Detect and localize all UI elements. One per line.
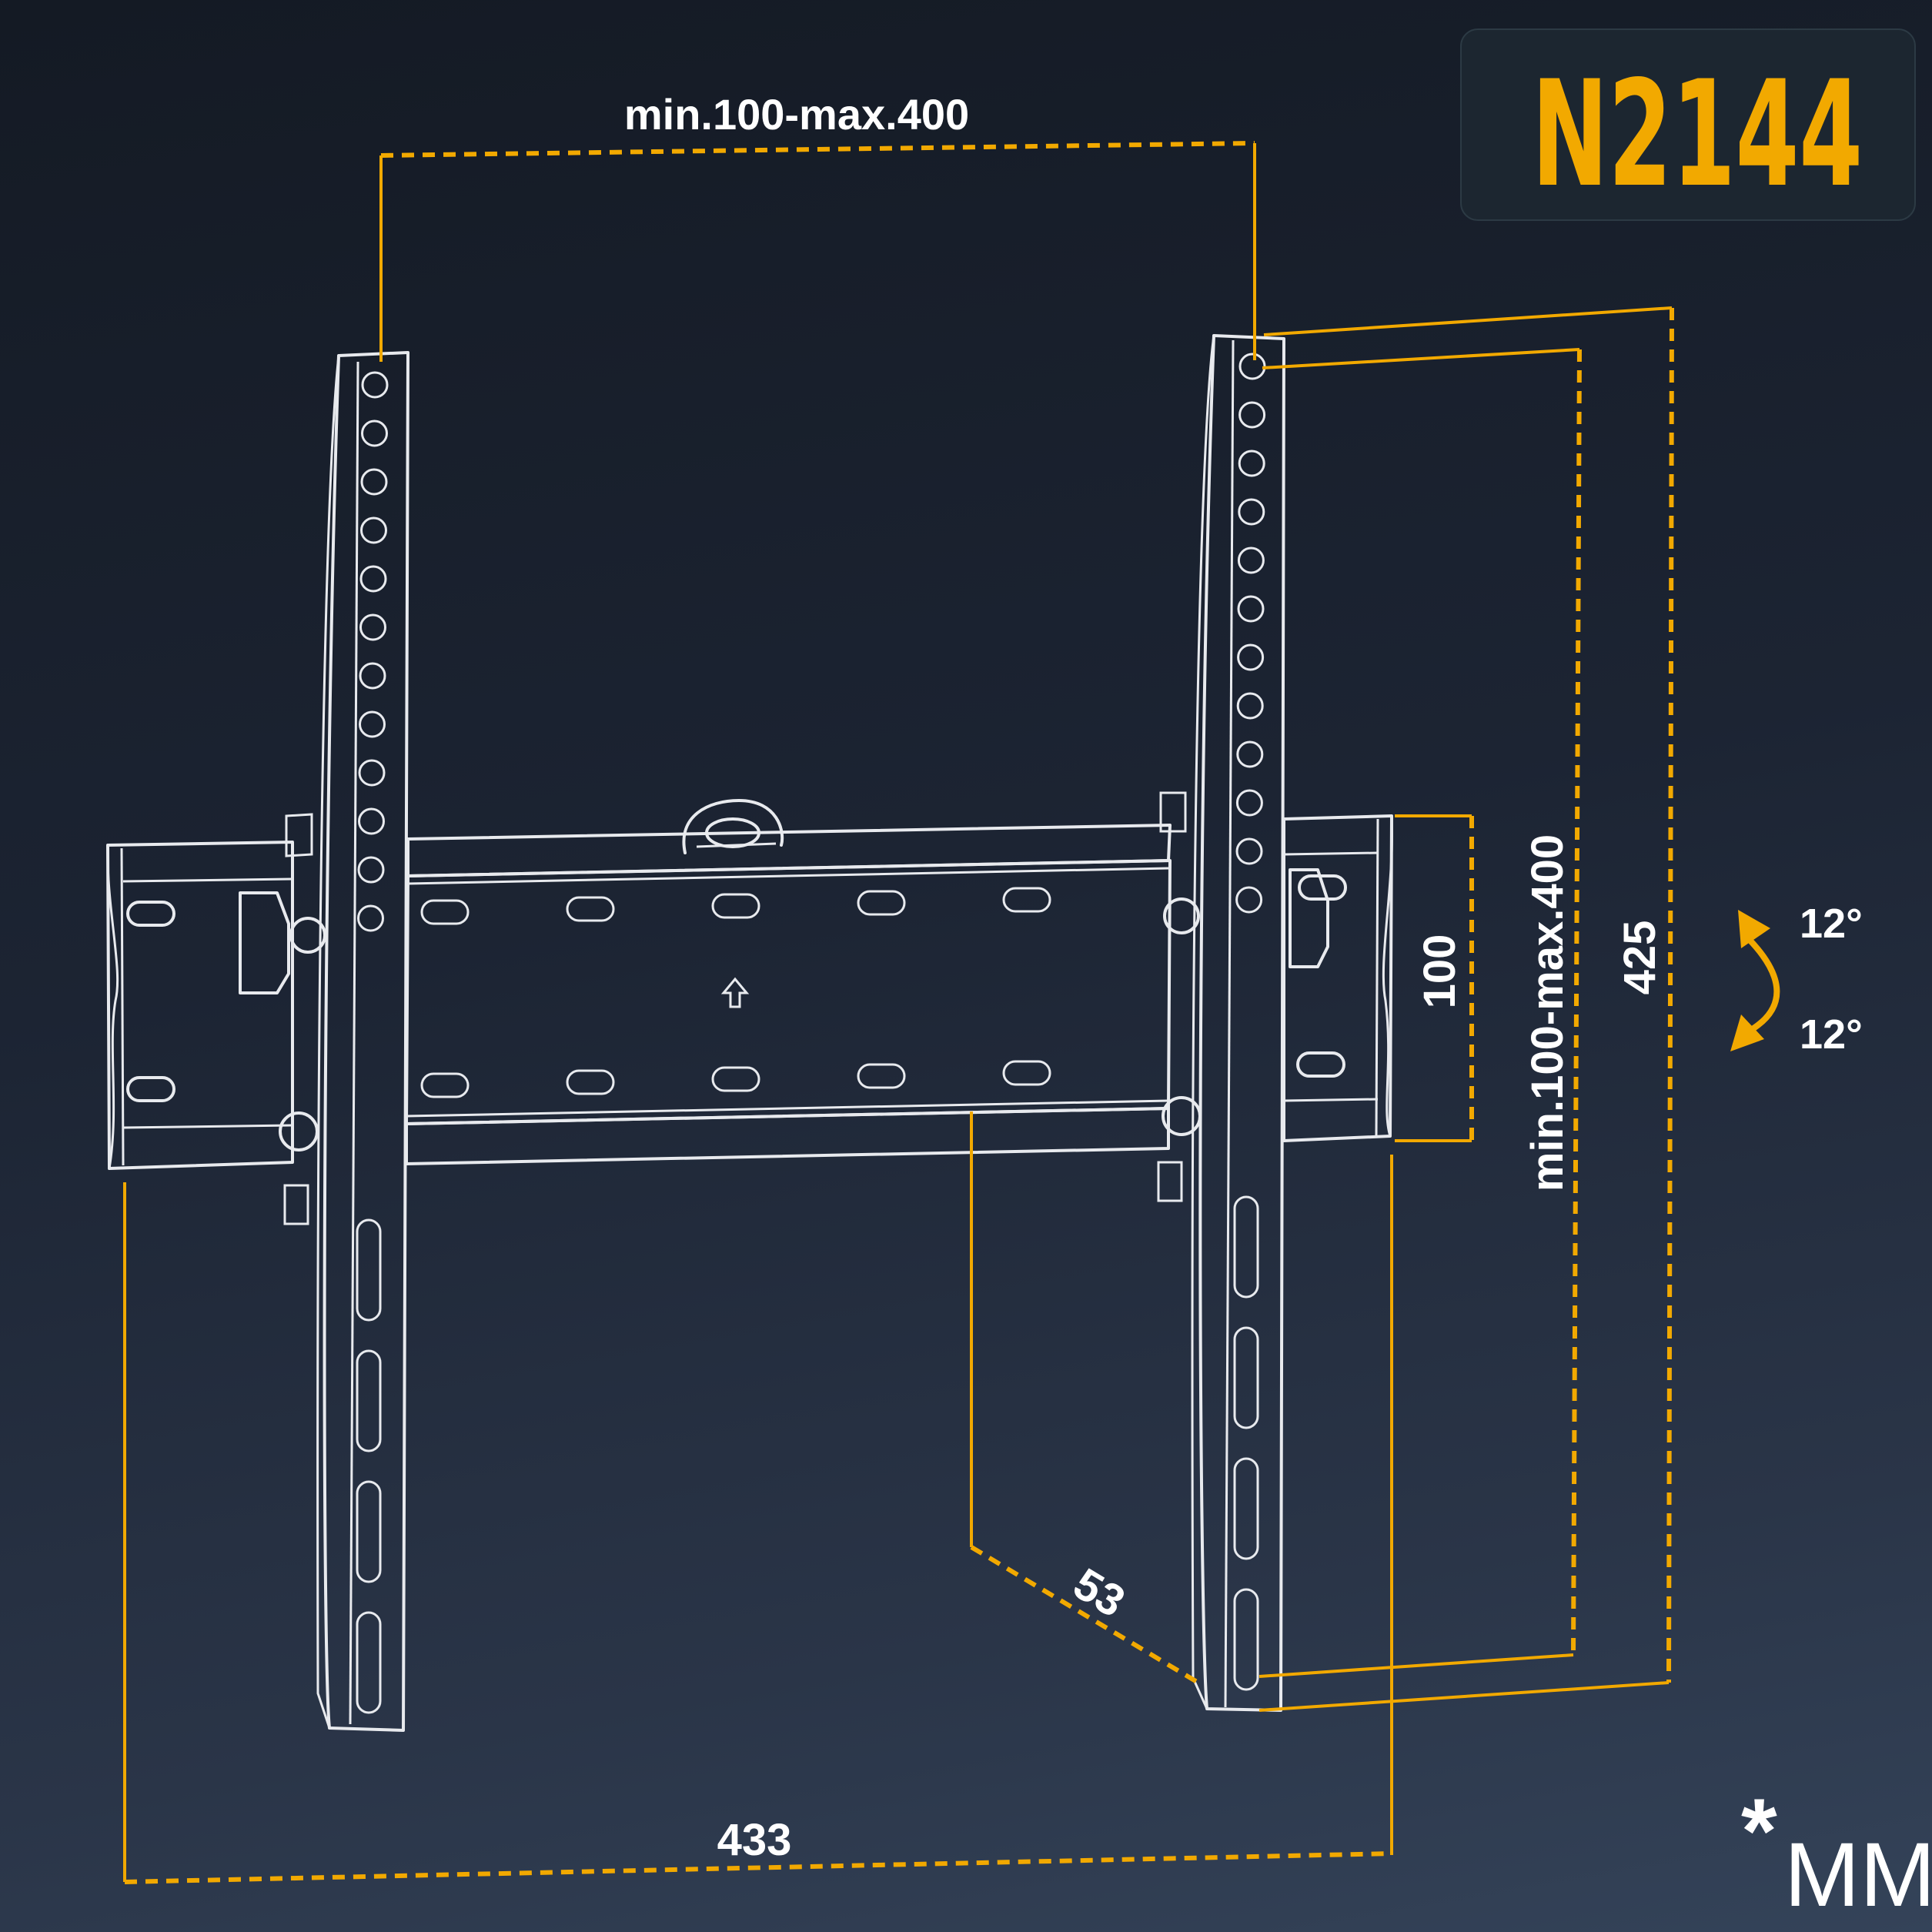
plate-slot-top bbox=[857, 890, 906, 916]
left-arm-slot bbox=[356, 1611, 382, 1714]
dimension-lines bbox=[123, 141, 1674, 1884]
total-width-label: 433 bbox=[717, 1815, 792, 1865]
left-arm-hole bbox=[358, 759, 386, 787]
right-arm-hole bbox=[1235, 789, 1263, 817]
right-arm bbox=[1191, 334, 1285, 1712]
right-arm-slot bbox=[1233, 1195, 1259, 1299]
units-label: MM bbox=[1784, 1824, 1932, 1926]
plate-slot-top bbox=[1002, 887, 1051, 913]
plate-slot-bottom bbox=[420, 1072, 470, 1098]
vesa-height-label: min.100-max.400 bbox=[1523, 834, 1573, 1192]
model-badge: N2144 bbox=[1460, 28, 1916, 221]
left-arm-hole bbox=[360, 468, 388, 496]
left-arm-hole bbox=[361, 419, 388, 447]
left-arm bbox=[316, 351, 409, 1732]
left-arm-hole bbox=[357, 856, 385, 884]
plate-slot-top bbox=[566, 896, 615, 922]
top-width-label: min.100-max.400 bbox=[624, 90, 969, 139]
bracket-drawing bbox=[106, 334, 1393, 1732]
right-arm-slot bbox=[1233, 1326, 1259, 1429]
plate-slot-bottom bbox=[566, 1069, 615, 1095]
right-arm-slot bbox=[1233, 1588, 1259, 1691]
right-arm-hole bbox=[1238, 401, 1266, 429]
right-arm-slot bbox=[1233, 1457, 1259, 1560]
right-arm-hole bbox=[1235, 886, 1263, 914]
left-end-bracket bbox=[106, 813, 326, 1225]
plate-slot-top bbox=[420, 899, 470, 925]
tilt-up-label: 12° bbox=[1800, 901, 1863, 947]
left-arm-hole bbox=[358, 807, 385, 835]
left-arm-hole bbox=[360, 516, 387, 544]
right-arm-hole bbox=[1236, 692, 1264, 720]
right-arm-hole bbox=[1238, 498, 1265, 526]
right-arm-hole bbox=[1236, 740, 1264, 768]
plate-slot-bottom bbox=[857, 1063, 906, 1089]
left-arm-slot bbox=[356, 1218, 382, 1322]
plate-slot-bottom bbox=[711, 1066, 760, 1092]
left-arm-slot bbox=[356, 1349, 382, 1452]
right-arm-hole bbox=[1238, 353, 1266, 380]
left-arm-hole bbox=[359, 710, 386, 738]
plate-slot-top bbox=[711, 893, 760, 919]
right-arm-hole bbox=[1238, 450, 1265, 477]
units-note: * MM bbox=[1741, 1780, 1932, 1926]
units-star: * bbox=[1741, 1780, 1777, 1883]
mounting-holes bbox=[356, 353, 1266, 1714]
left-arm-hole bbox=[359, 662, 386, 690]
right-arm-hole bbox=[1237, 643, 1265, 671]
left-arm-hole bbox=[357, 904, 384, 932]
plate-slot-bottom bbox=[1002, 1060, 1051, 1086]
left-arm-slot bbox=[356, 1480, 382, 1583]
tilt-down-label: 12° bbox=[1800, 1011, 1863, 1058]
model-number: N2144 bbox=[1532, 49, 1863, 219]
left-arm-hole bbox=[359, 613, 386, 641]
left-arm-hole bbox=[359, 565, 387, 593]
tilt-arrow-icon bbox=[1730, 910, 1780, 1051]
right-arm-hole bbox=[1237, 595, 1265, 623]
depth-label: 53 bbox=[1065, 1559, 1134, 1627]
total-height-label: 425 bbox=[1615, 921, 1665, 995]
left-arm-hole bbox=[361, 371, 389, 399]
right-arm-hole bbox=[1235, 837, 1263, 865]
wall-plate bbox=[405, 799, 1172, 1165]
plate-height-label: 100 bbox=[1415, 934, 1465, 1009]
arrow-up-icon bbox=[720, 977, 750, 1008]
right-end-bracket bbox=[1157, 791, 1393, 1202]
right-arm-hole bbox=[1237, 547, 1265, 574]
